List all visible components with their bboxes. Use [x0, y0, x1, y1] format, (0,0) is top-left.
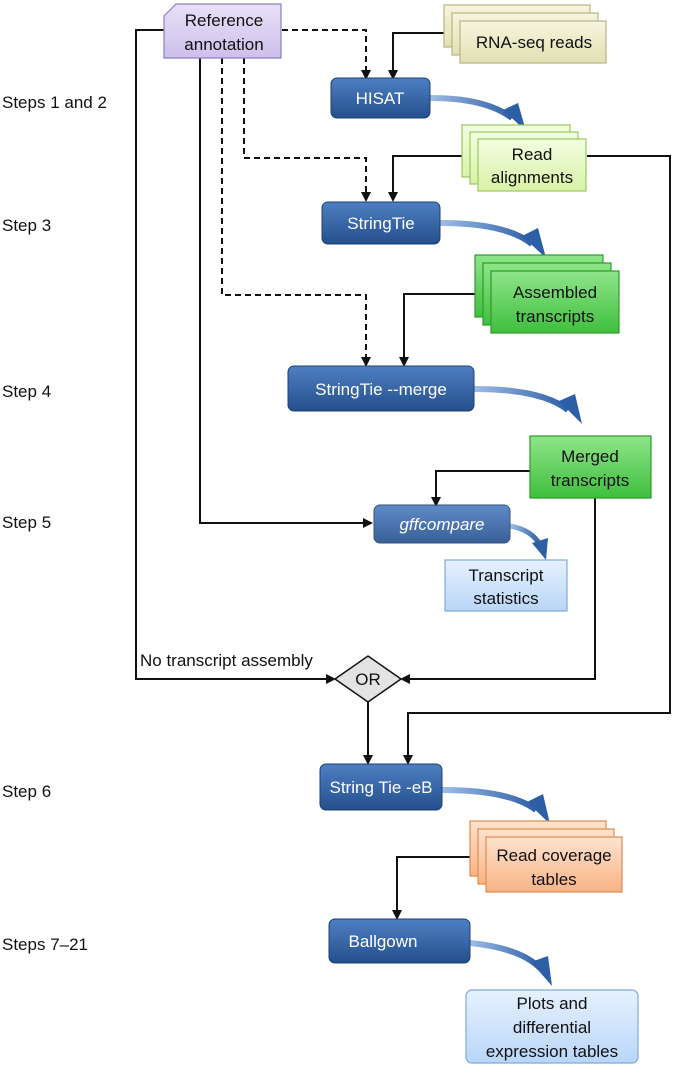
step-label-4: Step 4: [2, 382, 51, 401]
line-reads-to-hisat: [388, 32, 444, 80]
connectors: [135, 29, 671, 920]
arrow-hisat-to-alignments: [429, 95, 514, 121]
line-merged-to-gffcompare: [431, 470, 530, 507]
arrow-ballgown-to-plots: [469, 940, 543, 971]
read-alignments-node: Read alignments: [461, 124, 587, 192]
arrow-hisat-to-alignments-head: [503, 103, 526, 131]
assembled-transcripts-label-1: Assembled: [513, 283, 597, 302]
dashed-ref-to-merge: [221, 58, 371, 367]
read-alignments-label-1: Read: [512, 145, 553, 164]
step-label-5: Step 5: [2, 513, 51, 532]
line-alignments-to-stringtie-eb: [403, 155, 671, 765]
merged-transcripts-label-2: transcripts: [551, 471, 629, 490]
step-label-1-2: Steps 1 and 2: [2, 93, 107, 112]
or-decision-node: OR: [333, 655, 403, 703]
line-merged-to-or: [400, 498, 596, 684]
arrow-stringtie-to-assembled: [439, 220, 534, 247]
ballgown-label: Ballgown: [349, 932, 418, 951]
gffcompare-node: gffcompare: [373, 504, 511, 544]
stringtie-node: StringTie: [321, 201, 441, 245]
transcript-statistics-label-1: Transcript: [469, 566, 544, 585]
transcript-statistics-node: Transcript statistics: [444, 559, 568, 612]
line-ref-to-or: [135, 29, 336, 684]
plots-label-3: expression tables: [486, 1042, 618, 1061]
stringtie-merge-label: StringTie --merge: [315, 380, 447, 399]
arrow-ballgown-to-plots-head: [531, 956, 552, 986]
step-label-7-21: Steps 7–21: [2, 935, 88, 954]
arrow-eb-to-coverage: [441, 787, 538, 813]
transcript-statistics-label-2: statistics: [473, 589, 538, 608]
rna-seq-reads-node: RNA-seq reads: [443, 4, 607, 64]
or-label: OR: [355, 670, 381, 689]
ballgown-node: Ballgown: [328, 918, 471, 964]
plots-label-2: differential: [513, 1018, 591, 1037]
step-label-3: Step 3: [2, 216, 51, 235]
line-alignments-to-stringtie: [388, 155, 470, 202]
stringtie-label: StringTie: [347, 214, 414, 233]
line-assembled-to-merge: [399, 293, 475, 367]
plots-node: Plots and differential expression tables: [465, 989, 639, 1064]
read-coverage-tables-label-2: tables: [531, 870, 576, 889]
arrow-gffcompare-to-stats-head: [532, 538, 548, 560]
dashed-ref-to-hisat: [282, 29, 371, 80]
arrow-eb-to-coverage-head: [527, 794, 550, 824]
hisat-label: HISAT: [356, 89, 405, 108]
read-coverage-tables-label-1: Read coverage: [496, 846, 611, 865]
plots-label-1: Plots and: [517, 994, 588, 1013]
step-label-6: Step 6: [2, 782, 51, 801]
line-coverage-to-ballgown: [392, 856, 478, 920]
read-alignments-label-2: alignments: [491, 168, 573, 187]
reference-annotation-node: Reference annotation: [163, 3, 282, 59]
arrow-stringtie-to-assembled-head: [522, 228, 546, 258]
assembled-transcripts-node: Assembled transcripts: [474, 254, 620, 334]
no-transcript-assembly-label: No transcript assembly: [140, 651, 313, 670]
gffcompare-label: gffcompare: [399, 515, 484, 534]
assembled-transcripts-label-2: transcripts: [516, 307, 594, 326]
dashed-ref-to-stringtie: [243, 58, 371, 202]
stringtie-merge-node: StringTie --merge: [287, 365, 475, 412]
merged-transcripts-node: Merged transcripts: [529, 435, 652, 499]
rna-seq-reads-label: RNA-seq reads: [476, 33, 592, 52]
flow-arrows: [429, 95, 582, 986]
arrow-merge-to-merged: [473, 386, 570, 413]
hisat-node: HISAT: [330, 77, 431, 119]
stringtie-eb-node: String Tie -eB: [319, 763, 443, 811]
reference-annotation-label-2: annotation: [184, 35, 263, 54]
stringtie-eb-label: String Tie -eB: [330, 778, 433, 797]
arrow-merge-to-merged-head: [559, 394, 582, 424]
read-coverage-tables-node: Read coverage tables: [469, 820, 623, 893]
line-ref-to-gffcompare: [199, 58, 373, 528]
merged-transcripts-label-1: Merged: [561, 447, 619, 466]
reference-annotation-label-1: Reference: [185, 11, 263, 30]
